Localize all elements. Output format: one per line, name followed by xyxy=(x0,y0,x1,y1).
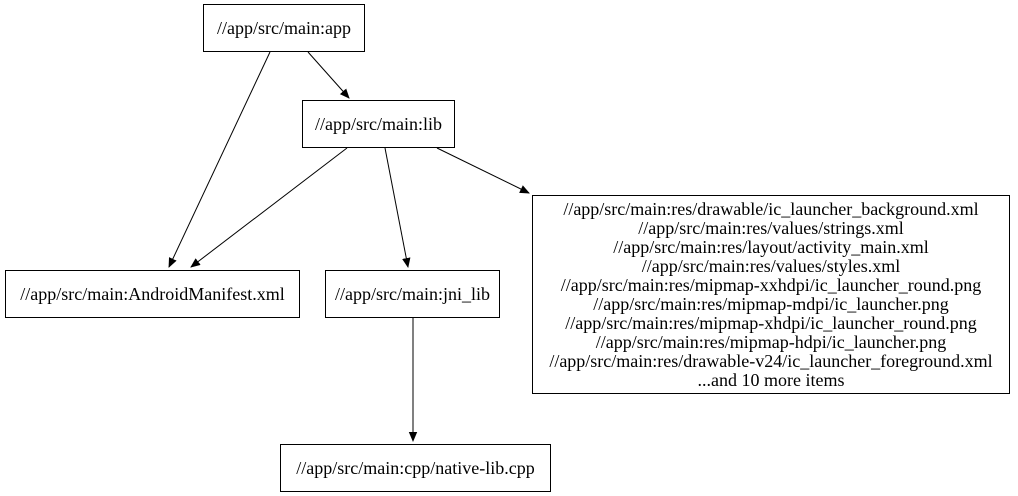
node-android-manifest: //app/src/main:AndroidManifest.xml xyxy=(5,270,300,318)
node-res-files: //app/src/main:res/drawable/ic_launcher_… xyxy=(532,195,1010,394)
node-lib: //app/src/main:lib xyxy=(302,100,455,148)
res-file-line: //app/src/main:res/drawable-v24/ic_launc… xyxy=(549,350,993,371)
res-file-line: //app/src/main:res/drawable/ic_launcher_… xyxy=(563,198,979,219)
node-jni-lib: //app/src/main:jni_lib xyxy=(325,270,500,318)
node-app-label: //app/src/main:app xyxy=(217,17,351,38)
res-file-line: //app/src/main:res/values/strings.xml xyxy=(638,217,904,238)
res-file-line: //app/src/main:res/mipmap-hdpi/ic_launch… xyxy=(595,331,947,352)
res-file-line: //app/src/main:res/mipmap-xxhdpi/ic_laun… xyxy=(560,274,982,295)
res-more-items-line: ...and 10 more items xyxy=(697,369,845,390)
edge-app-to-lib xyxy=(307,51,350,99)
node-jni-lib-label: //app/src/main:jni_lib xyxy=(335,283,490,304)
node-app: //app/src/main:app xyxy=(203,4,365,52)
node-native-lib-cpp: //app/src/main:cpp/native-lib.cpp xyxy=(280,444,551,492)
edge-lib-to-res-files xyxy=(436,147,530,194)
edge-app-to-manifest xyxy=(168,51,271,268)
res-file-line: //app/src/main:res/layout/activity_main.… xyxy=(613,236,929,257)
node-lib-label: //app/src/main:lib xyxy=(315,113,442,134)
res-file-line: //app/src/main:res/mipmap-mdpi/ic_launch… xyxy=(593,293,949,314)
edge-lib-to-jni-lib xyxy=(384,147,411,268)
res-file-line: //app/src/main:res/mipmap-xhdpi/ic_launc… xyxy=(565,312,977,333)
edge-lib-to-manifest xyxy=(190,147,348,268)
node-android-manifest-label: //app/src/main:AndroidManifest.xml xyxy=(20,283,285,304)
node-native-lib-cpp-label: //app/src/main:cpp/native-lib.cpp xyxy=(296,457,535,478)
res-file-line: //app/src/main:res/values/styles.xml xyxy=(641,255,901,276)
